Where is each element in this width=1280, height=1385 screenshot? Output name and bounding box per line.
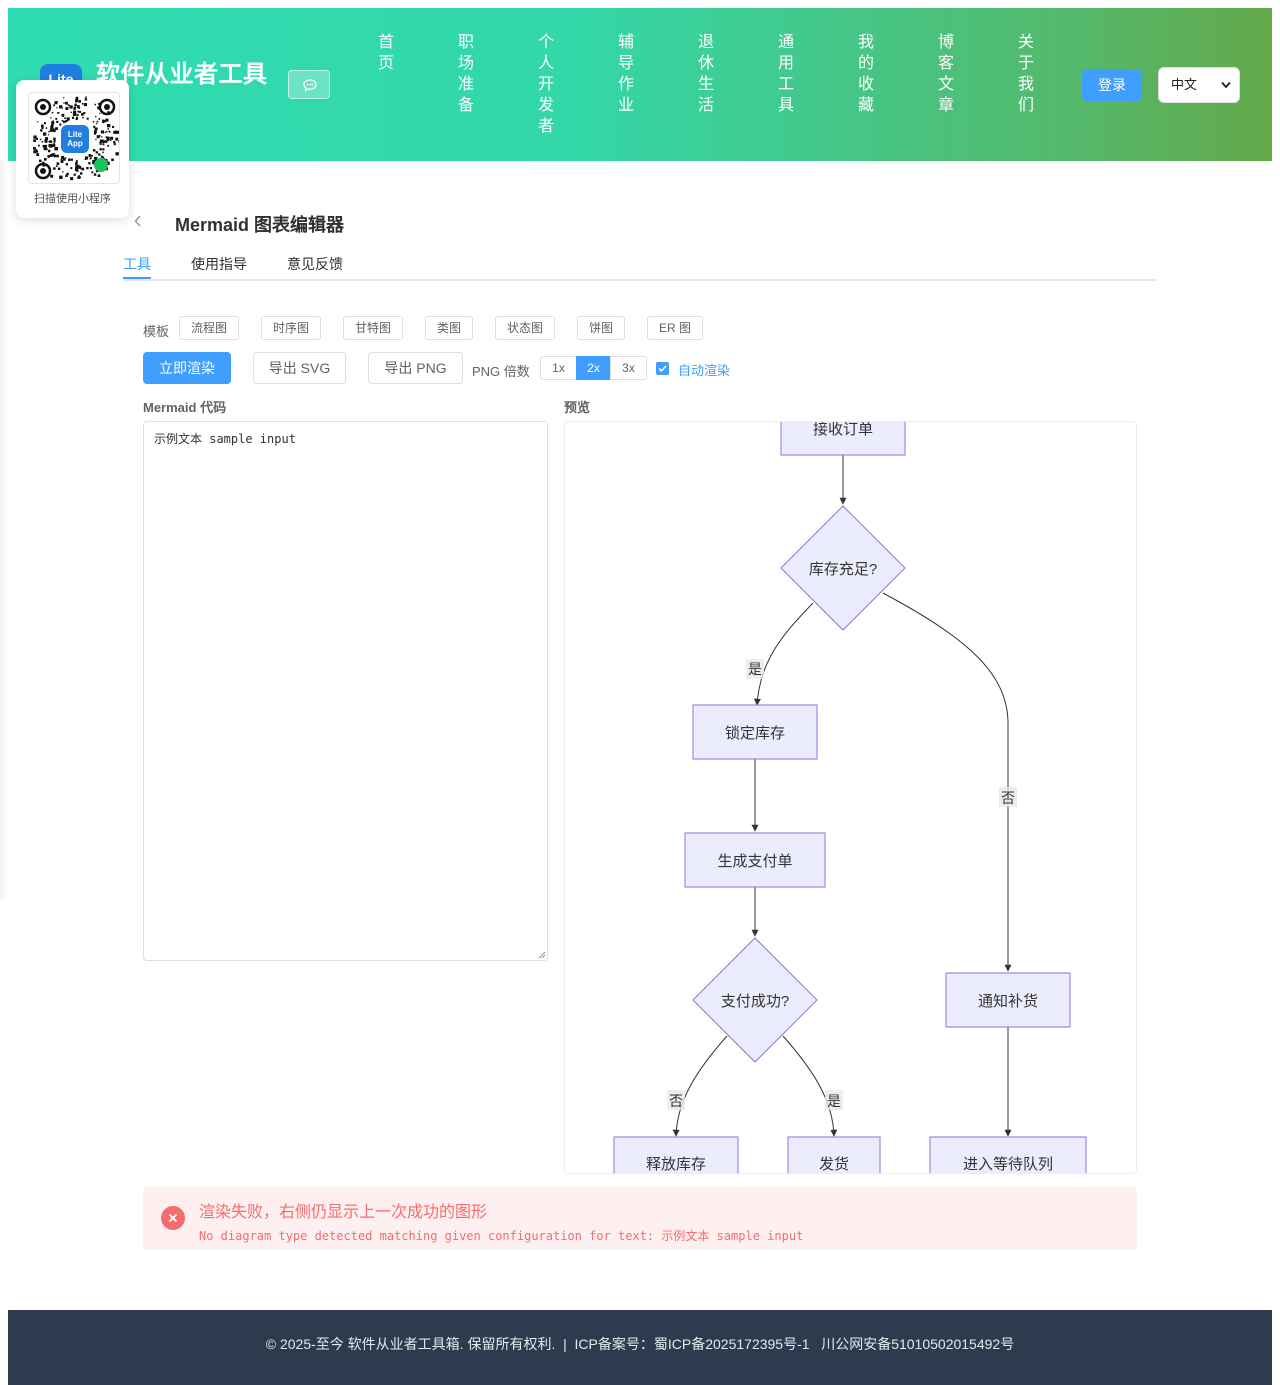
export-png-button[interactable]: 导出 PNG — [368, 352, 463, 384]
node-ship-box — [787, 1136, 881, 1173]
nav-indie-dev[interactable]: 个人开发者 — [537, 34, 554, 135]
language-value: 中文 — [1171, 77, 1198, 92]
top-header: Lite 软件从业者工具 首页 职场准备 个人开发者 辅导作业 退休生活 通用工… — [8, 8, 1272, 161]
nav-about[interactable]: 关于我们 — [1017, 34, 1034, 114]
node-lock-box — [692, 704, 818, 760]
png-scale-label: PNG 倍数 — [472, 364, 530, 379]
node-release-label: 释放库存 — [646, 1156, 706, 1173]
template-er-button[interactable]: ER 图 — [647, 316, 703, 340]
template-sequence-button[interactable]: 时序图 — [261, 316, 321, 340]
footer-text: © 2025-至今 软件从业者工具箱. 保留所有权利. | ICP备案号：蜀IC… — [265, 1336, 1015, 1352]
template-gantt-button[interactable]: 甘特图 — [343, 316, 403, 340]
preview-label: 预览 — [564, 400, 591, 415]
qr-badge-text: App — [67, 139, 83, 148]
edge-stockcheck-lock — [753, 602, 814, 706]
page-title: Mermaid 图表编辑器 — [175, 215, 345, 235]
footer: © 2025-至今 软件从业者工具箱. 保留所有权利. | ICP备案号：蜀IC… — [8, 1310, 1272, 1385]
node-release-box — [613, 1136, 739, 1173]
error-title: 渲染失败，右侧仍显示上一次成功的图形 — [199, 1204, 488, 1221]
auto-render-label[interactable]: 自动渲染 — [678, 363, 731, 378]
scale-2x-button[interactable]: 2x — [576, 356, 611, 380]
node-pay-ok-label: 支付成功? — [721, 993, 789, 1010]
node-labels: 接收订单 库存充足? 锁定库存 生成支付单 支付成功? 通知补货 释放库存 发货… — [646, 422, 1053, 1173]
nav-favorites[interactable]: 我的收藏 — [857, 34, 874, 114]
nav-general-tools[interactable]: 通用工具 — [777, 34, 794, 114]
edge-payok-ship — [782, 1035, 838, 1137]
template-pie-button[interactable]: 饼图 — [577, 316, 625, 340]
tab-feedback[interactable]: 意见反馈 — [287, 256, 343, 272]
node-ship-label: 发货 — [819, 1156, 849, 1173]
node-queue-label: 进入等待队列 — [963, 1155, 1053, 1173]
node-receive-box — [780, 422, 906, 456]
template-state-button[interactable]: 状态图 — [495, 316, 555, 340]
node-pay-order-label: 生成支付单 — [717, 853, 792, 870]
edge-labels: 是 否 否 是 — [667, 659, 1017, 1110]
error-icon — [161, 1206, 185, 1230]
language-select[interactable]: 中文 — [1158, 67, 1240, 103]
tab-active-indicator — [123, 277, 151, 279]
mermaid-code-input[interactable] — [143, 421, 548, 961]
resize-handle-icon[interactable] — [538, 951, 546, 959]
back-arrow-icon[interactable] — [134, 214, 142, 230]
nav-career-prep[interactable]: 职场准备 — [457, 34, 474, 114]
flowchart-svg: 是 否 否 是 接收订单 库存充足 — [613, 422, 1087, 1173]
edges — [672, 455, 1012, 1137]
edge-label-yes: 是 — [827, 1093, 841, 1109]
node-pay-ok-diamond — [692, 937, 818, 1063]
chevron-down-icon — [1221, 81, 1231, 89]
node-lock-label: 锁定库存 — [725, 725, 785, 742]
edge-payok-release — [672, 1035, 728, 1137]
template-class-button[interactable]: 类图 — [425, 316, 473, 340]
render-now-button[interactable]: 立即渲染 — [143, 352, 231, 384]
auto-render-checkbox[interactable] — [656, 362, 669, 375]
check-icon — [658, 365, 667, 373]
qr-badge-text: Lite — [68, 130, 83, 139]
error-alert: 渲染失败，右侧仍显示上一次成功的图形 No diagram type detec… — [143, 1187, 1137, 1250]
qr-caption: 扫描使用小程序 — [34, 193, 111, 205]
tab-bar: 工具 使用指导 意见反馈 — [123, 254, 1157, 281]
export-svg-button[interactable]: 导出 SVG — [253, 352, 346, 384]
code-label: Mermaid 代码 — [143, 400, 227, 415]
error-description: No diagram type detected matching given … — [199, 1229, 804, 1243]
nav-blog[interactable]: 博客文章 — [937, 34, 954, 114]
edge-label-no: 否 — [669, 1093, 683, 1109]
scale-1x-button[interactable]: 1x — [540, 356, 577, 380]
login-button[interactable]: 登录 — [1082, 69, 1142, 101]
node-receive-label: 接收订单 — [813, 422, 873, 438]
edge-label-no: 否 — [1001, 790, 1015, 806]
nav-retirement[interactable]: 退休生活 — [697, 34, 714, 114]
node-notify-box — [945, 972, 1071, 1028]
nodes — [613, 422, 1087, 1173]
node-pay-order-box — [684, 832, 826, 888]
chat-button[interactable] — [288, 70, 330, 99]
node-notify-label: 通知补货 — [978, 993, 1038, 1010]
nav-homework[interactable]: 辅导作业 — [617, 34, 634, 114]
node-stock-check-label: 库存充足? — [809, 561, 877, 578]
template-label: 模板 — [143, 324, 170, 339]
chat-icon — [303, 79, 317, 92]
edge-label-yes: 是 — [748, 661, 762, 677]
edge-stockcheck-notify — [882, 592, 1012, 972]
scale-3x-button[interactable]: 3x — [610, 356, 647, 380]
tab-guide[interactable]: 使用指导 — [191, 256, 247, 272]
tab-tool[interactable]: 工具 — [123, 256, 151, 272]
nav-home[interactable]: 首页 — [377, 34, 394, 72]
diagram-preview: 是 否 否 是 接收订单 库存充足 — [564, 421, 1137, 1174]
side-shadow — [0, 160, 8, 900]
template-flowchart-button[interactable]: 流程图 — [179, 316, 239, 340]
node-queue-box — [929, 1136, 1087, 1173]
node-stock-check-diamond — [780, 505, 906, 631]
